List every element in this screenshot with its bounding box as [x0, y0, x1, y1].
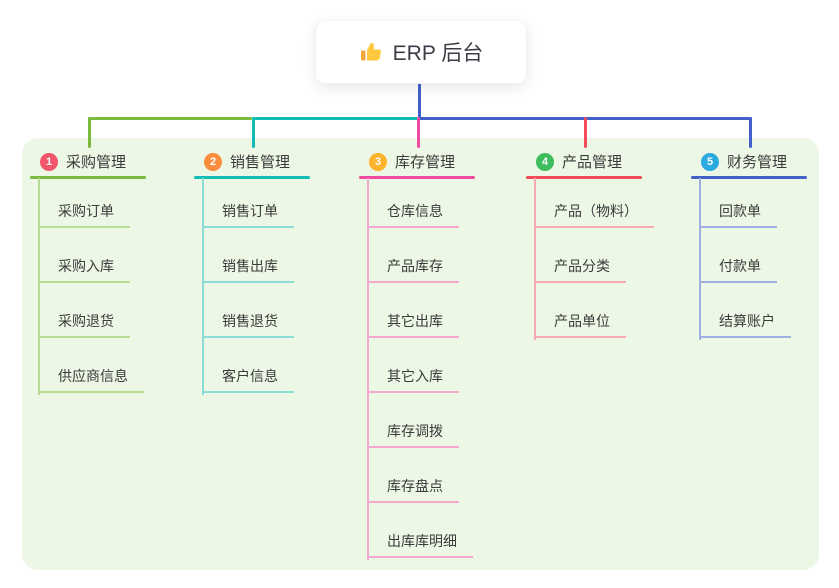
- node-product-category[interactable]: 产品分类: [534, 228, 626, 283]
- connector-line-teal: [252, 117, 418, 120]
- branch-underline: [194, 176, 310, 179]
- branch-purchase-label: 采购管理: [66, 154, 127, 171]
- branch-sales: 2 销售管理 销售订单 销售出库 销售退货 客户信息: [194, 147, 364, 395]
- badge-3: 3: [369, 152, 387, 171]
- branches-panel: [22, 138, 819, 570]
- drop-line-inventory: [417, 117, 420, 148]
- branch-underline: [526, 176, 642, 179]
- branch-finance-children: 回款单 付款单 结算账户: [699, 178, 791, 338]
- branch-purchase-children: 采购订单 采购入库 采购退货 供应商信息: [38, 178, 144, 393]
- branch-spine-line: [202, 178, 204, 395]
- branch-spine-line: [534, 178, 536, 340]
- node-product-material[interactable]: 产品（物料）: [534, 178, 654, 228]
- branch-underline: [30, 176, 146, 179]
- branch-underline: [359, 176, 475, 179]
- branch-finance-label: 财务管理: [727, 154, 788, 171]
- drop-line-product: [584, 117, 587, 148]
- node-purchase-inbound[interactable]: 采购入库: [38, 228, 130, 283]
- branch-product-label: 产品管理: [562, 154, 623, 171]
- node-stock-taking[interactable]: 库存盘点: [367, 448, 459, 503]
- badge-1: 1: [40, 152, 58, 171]
- branch-sales-label: 销售管理: [230, 154, 291, 171]
- root-title: ERP 后台: [392, 42, 484, 65]
- branch-product-heading[interactable]: 4 产品管理: [526, 147, 622, 176]
- badge-4: 4: [536, 152, 554, 171]
- branch-spine-line: [699, 178, 701, 340]
- node-outbound-detail[interactable]: 出库库明细: [367, 503, 473, 558]
- root-connector-line: [418, 82, 421, 118]
- branch-sales-heading[interactable]: 2 销售管理: [194, 147, 290, 176]
- node-settlement-account[interactable]: 结算账户: [699, 283, 791, 338]
- branch-inventory-heading[interactable]: 3 库存管理: [359, 147, 455, 176]
- node-other-inbound[interactable]: 其它入库: [367, 338, 459, 393]
- node-payment-doc[interactable]: 付款单: [699, 228, 777, 283]
- badge-5: 5: [701, 152, 719, 171]
- branch-inventory-label: 库存管理: [395, 154, 456, 171]
- node-product-unit[interactable]: 产品单位: [534, 283, 626, 338]
- drop-line-purchase: [88, 117, 91, 148]
- node-stock-transfer[interactable]: 库存调拨: [367, 393, 459, 448]
- branch-purchase: 1 采购管理 采购订单 采购入库 采购退货 供应商信息: [30, 147, 200, 395]
- branch-finance-heading[interactable]: 5 财务管理: [691, 147, 787, 176]
- branch-inventory-children: 仓库信息 产品库存 其它出库 其它入库 库存调拨 库存盘点 出库库明细: [367, 178, 473, 558]
- node-purchase-return[interactable]: 采购退货: [38, 283, 130, 338]
- node-sales-order[interactable]: 销售订单: [202, 178, 294, 228]
- drop-line-finance: [749, 117, 752, 148]
- branch-underline: [691, 176, 807, 179]
- branch-spine-line: [367, 178, 369, 560]
- node-product-stock[interactable]: 产品库存: [367, 228, 459, 283]
- branch-inventory: 3 库存管理 仓库信息 产品库存 其它出库 其它入库 库存调拨 库存盘点 出库库…: [359, 147, 529, 560]
- node-purchase-order[interactable]: 采购订单: [38, 178, 130, 228]
- node-sales-outbound[interactable]: 销售出库: [202, 228, 294, 283]
- connector-line-green: [88, 117, 252, 120]
- node-customer-info[interactable]: 客户信息: [202, 338, 294, 393]
- branch-sales-children: 销售订单 销售出库 销售退货 客户信息: [202, 178, 294, 393]
- drop-line-sales: [252, 117, 255, 148]
- branch-purchase-heading[interactable]: 1 采购管理: [30, 147, 126, 176]
- thumbs-up-icon: [359, 40, 383, 64]
- branch-spine-line: [38, 178, 40, 395]
- node-receipt-doc[interactable]: 回款单: [699, 178, 777, 228]
- node-supplier-info[interactable]: 供应商信息: [38, 338, 144, 393]
- branch-product-children: 产品（物料） 产品分类 产品单位: [534, 178, 654, 338]
- branch-product: 4 产品管理 产品（物料） 产品分类 产品单位: [526, 147, 696, 340]
- branch-finance: 5 财务管理 回款单 付款单 结算账户: [691, 147, 839, 340]
- node-sales-return[interactable]: 销售退货: [202, 283, 294, 338]
- root-node[interactable]: ERP 后台: [315, 20, 527, 84]
- node-other-outbound[interactable]: 其它出库: [367, 283, 459, 338]
- badge-2: 2: [204, 152, 222, 171]
- node-warehouse-info[interactable]: 仓库信息: [367, 178, 459, 228]
